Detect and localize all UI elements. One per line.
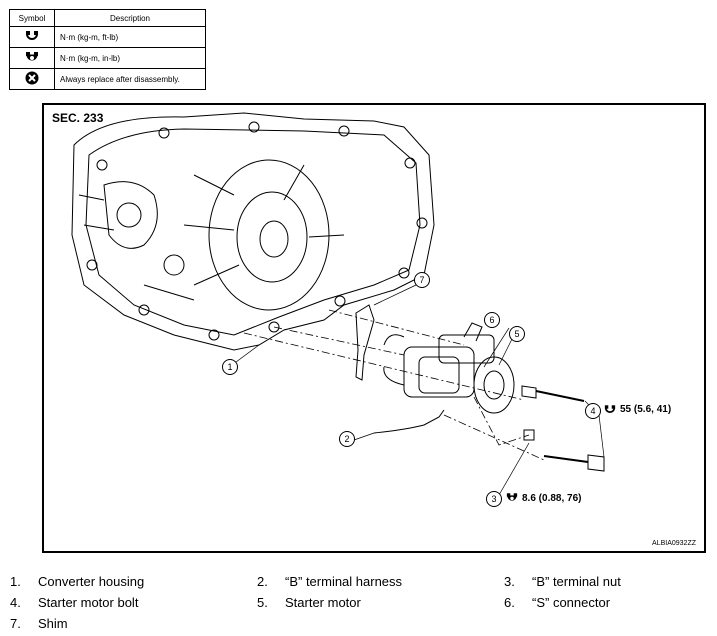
list-item: 3.“B” terminal nut xyxy=(504,574,621,589)
list-item: 1.Converter housing xyxy=(10,574,145,589)
callout-2: 2 xyxy=(339,431,355,447)
callout-7: 7 xyxy=(414,272,430,288)
callout-1: 1 xyxy=(222,359,238,375)
callout-3: 3 xyxy=(486,491,502,507)
legend-description: N·m (kg-m, in-lb) xyxy=(54,47,206,69)
section-label: SEC. 233 xyxy=(52,111,104,125)
legend-row: N·m (kg-m, ft-lb) xyxy=(9,26,206,48)
legend-header-description: Description xyxy=(54,9,206,27)
torque-wrench-icon xyxy=(604,405,616,413)
callout-4: 4 xyxy=(585,403,601,419)
starter-motor-illustration xyxy=(71,112,605,496)
callout-6: 6 xyxy=(484,312,500,328)
symbol-legend-table: Symbol Description N·m (kg-m, ft-lb) xyxy=(9,9,206,90)
list-item: 5.Starter motor xyxy=(257,595,361,610)
torque-wrench-inlb-icon xyxy=(506,493,518,501)
exploded-view-figure: SEC. 233 xyxy=(42,103,706,553)
legend-header-symbol: Symbol xyxy=(9,9,55,27)
list-item: 2.“B” terminal harness xyxy=(257,574,403,589)
torque-wrench-inlb-icon xyxy=(26,51,38,60)
replace-icon xyxy=(25,71,39,85)
list-item: 7.Shim xyxy=(10,616,68,631)
legend-row: N·m (kg-m, in-lb) xyxy=(9,47,206,69)
legend-description: N·m (kg-m, ft-lb) xyxy=(54,26,206,48)
torque-value-nut: 8.6 (0.88, 76) xyxy=(522,493,582,504)
callout-5: 5 xyxy=(509,326,525,342)
torque-wrench-icon xyxy=(26,30,38,40)
legend-row: Always replace after disassembly. xyxy=(9,68,206,90)
list-item: 6.“S” connector xyxy=(504,595,611,610)
figure-code: ALBIA0932ZZ xyxy=(652,540,696,547)
legend-description: Always replace after disassembly. xyxy=(54,68,206,90)
list-item: 4.Starter motor bolt xyxy=(10,595,139,610)
torque-value-bolt: 55 (5.6, 41) xyxy=(620,404,672,415)
